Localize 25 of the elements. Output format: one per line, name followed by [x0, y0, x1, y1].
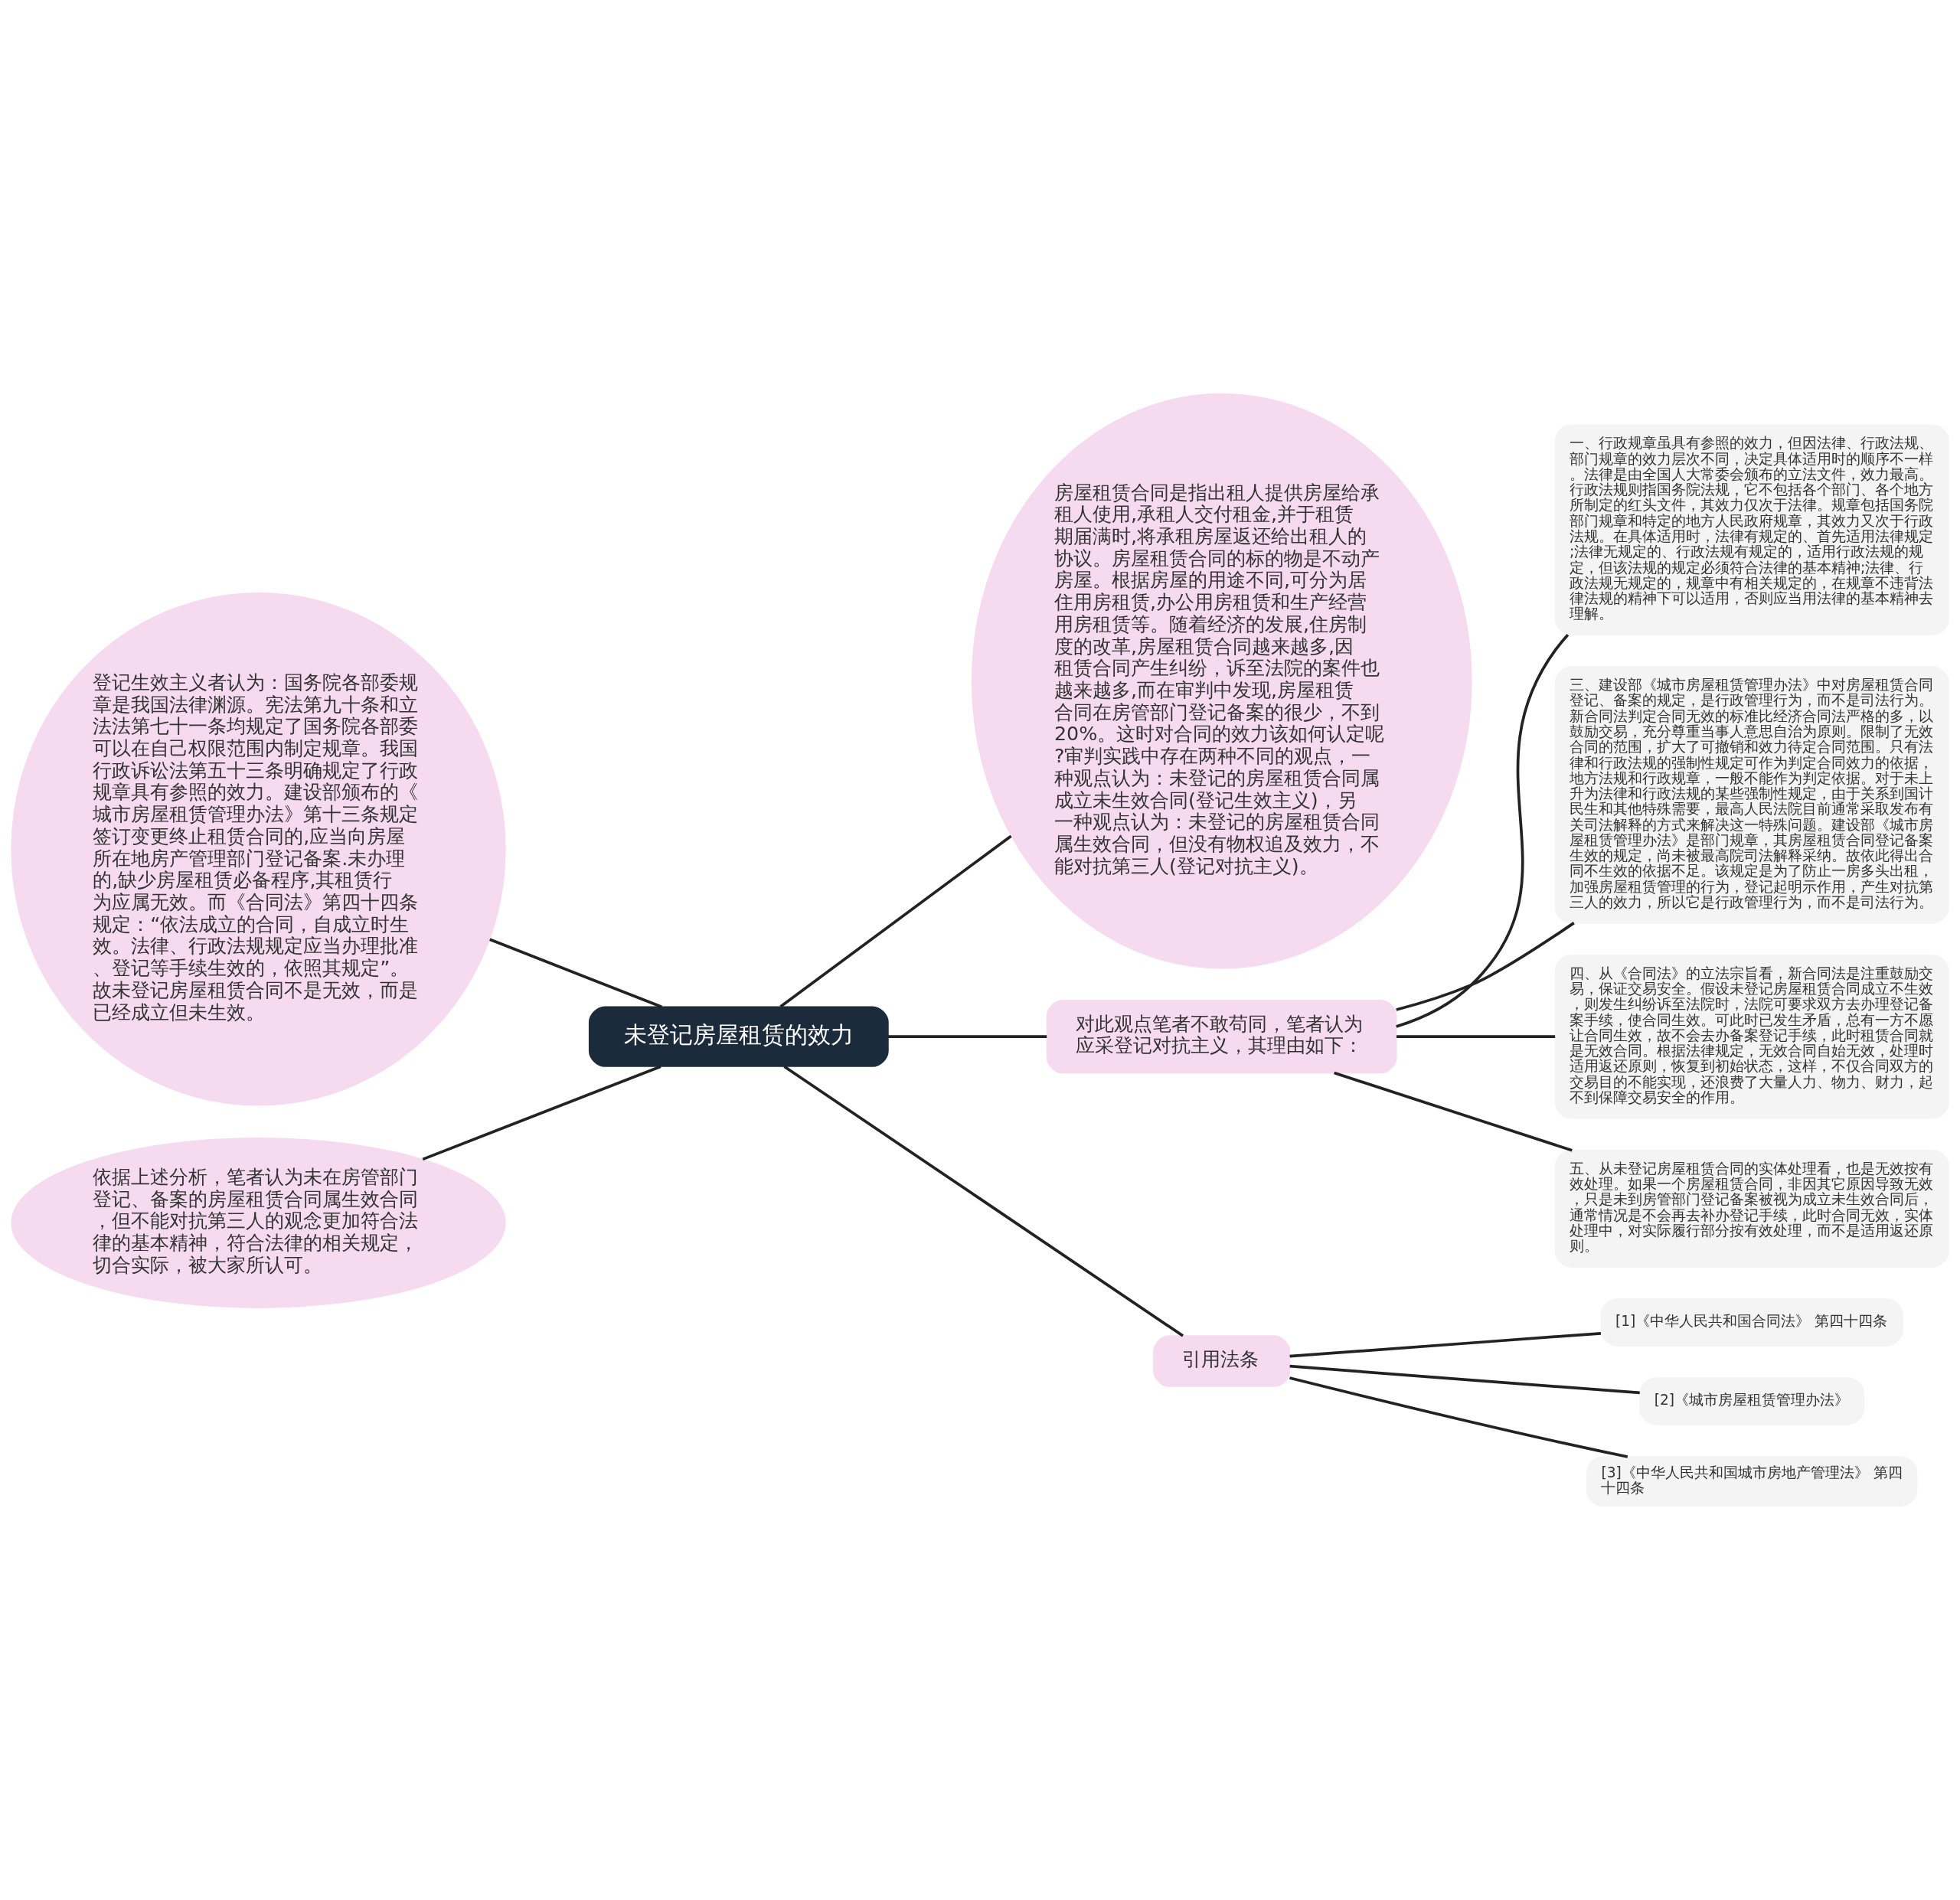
- node-circle: 登记生效主义者认为：国务院各部委规章是我国法律渊源。宪法第九十条和立法法第七十一条均规定了国务院各部委可以在自己权限范围内制定规章。我国行政诉讼法第五十三条明确规定了行政规章具有参照的效力。建设部颁布的《城市房屋租赁管理办法》第十三条规定签订变更终止租赁合同的,应当向房屋所在地房产管理部门登记备案.未办理的,缺少房屋租赁必备程序,其租赁行为应属无效。而《合同法》第四十四条规定：“依法成立的合同，自成立时生效。法律、行政法规规定应当办理批准、登记等手续生效的，依照其规定”。故未登记房屋租赁合同不是无效，而是已经成立但未生效。: [11, 593, 506, 1106]
- connector: [1396, 633, 1570, 1028]
- node-box: 一、行政规章虽具有参照的效力，但因法律、行政法规、部门规章的效力层次不同，决定具体适用时的顺序不一样。法律是由全国人大常委会颁布的立法文件，效力最高。行政法规则指国务院法规，它不包括各个部门、各个地方所制定的红头文件，其效力仅次于法律。规章包括国务院部门规章和特定的地方人民政府规章，其效力又次于行政法规。在具体适用时，法律有规定的、首先适用法律规定;法律无规定的、行政法规有规定的，适用行政法规的规定，但该法规的规定必须符合法律的基本精神;法律、行政法规无规定的，规章中有相关规定的，在规章不违背法律法规的精神下可以适用，否则应当用法律的基本精神去理解。: [1554, 424, 1949, 635]
- node-ellipse: 依据上述分析，笔者认为未在房管部门登记、备案的房屋租赁合同属生效合同，但不能对抗第三人的观念更加符合法律的基本精神，符合法律的相关规定，切合实际，被大家所认可。: [11, 1137, 506, 1308]
- node-box: 五、从未登记房屋租赁合同的实体处理看，也是无效按有效处理。如果一个房屋租赁合同，非因其它原因导致无效，只是未到房管部门登记备案被视为成立未生效合同后，通常情况是不会再去补办登记手续，此时合同无效，实体处理中，对实际履行部分按有效处理，而不是适用返还原则。: [1554, 1149, 1949, 1268]
- connector: [779, 834, 1012, 1008]
- node-box: [1]《中华人民共和国合同法》 第四十四条: [1600, 1298, 1903, 1347]
- node-box: 对此观点笔者不敢苟同，笔者认为应采登记对抗主义，其理由如下：: [1046, 1000, 1397, 1074]
- node-box: 四、从《合同法》的立法宗旨看，新合同法是注重鼓励交易，保证交易安全。假设未登记房屋租赁合同成立不生效，则发生纠纷诉至法院时，法院可要求双方去办理登记备案手续，使合同生效。可此时已发生矛盾，总有一方不愿让合同生效，故不会去办备案登记手续，此时租赁合同就是无效合同。根据法律规定，无效合同自始无效，处理时适用返还原则，恢复到初始状态，这样，不仅合同双方的交易目的不能实现，还浪费了大量人力、物力、财力，起不到保障交易安全的作用。: [1554, 954, 1949, 1119]
- node-ellipse: 房屋租赁合同是指出租人提供房屋给承租人使用,承租人交付租金,并于租赁期届满时,将承租房屋返还给出租人的协议。房屋租赁合同的标的物是不动产房屋。根据房屋的用途不同,可分为居住用房租赁,办公用房租赁和生产经营用房租赁等。随着经济的发展,住房制度的改革,房屋租赁合同越来越多,因租赁合同产生纠纷，诉至法院的案件也越来越多,而在审判中发现,房屋租赁合同在房管部门登记备案的很少，不到20%。这时对合同的效力该如何认定呢?审判实践中存在两种不同的观点，一种观点认为：未登记的房屋租赁合同属成立未生效合同(登记生效主义)，另一种观点认为：未登记的房屋租赁合同属生效合同，但没有物权追及效力，不能对抗第三人(登记对抗主义)。: [971, 393, 1472, 969]
- node-box: 未登记房屋租赁的效力: [588, 1006, 889, 1067]
- connector: [887, 1035, 1047, 1039]
- node-box: 三、建设部《城市房屋租赁管理办法》中对房屋租赁合同登记、备案的规定，是行政管理行为，而不是司法行为。新合同法判定合同无效的标准比经济合同法严格的多，以鼓励交易，充分尊重当事人意思自治为原则。限制了无效合同的范围，扩大了可撤销和效力待定合同范围。只有法律和行政法规的强制性规定可作为判定合同效力的依据，地方法规和行政规章，一般不能作为判定依据。对于未上升为法律和行政法规的某些强制性规定，由于关系到国计民生和其他特殊需要，最高人民法院目前通常采取发布有关司法解释的方式来解决这一特殊问题。建设部《城市房屋租赁管理办法》是部门规章，其房屋租赁合同登记备案生效的规定，尚未被最高院司法解释采纳。故依此得出合同不生效的依据不足。该规定是为了防止一房多头出租，加强房屋租赁管理的行为，登记起明示作用，产生对抗第三人的效力，所以它是行政管理行为，而不是司法行为。: [1554, 666, 1949, 924]
- node-box: [3]《中华人民共和国城市房地产管理法》 第四十四条: [1586, 1456, 1918, 1507]
- connector: [1396, 922, 1575, 1011]
- node-box: 引用法条: [1153, 1335, 1291, 1387]
- connector: [1289, 1376, 1628, 1458]
- connector: [422, 1065, 662, 1161]
- connector: [1334, 1071, 1573, 1152]
- connector: [1289, 1331, 1602, 1358]
- node-box: [2]《城市房屋租赁管理办法》: [1639, 1377, 1865, 1425]
- connector: [1289, 1364, 1640, 1395]
- connector: [1396, 1035, 1556, 1039]
- connector: [489, 938, 662, 1009]
- connector: [783, 1065, 1184, 1337]
